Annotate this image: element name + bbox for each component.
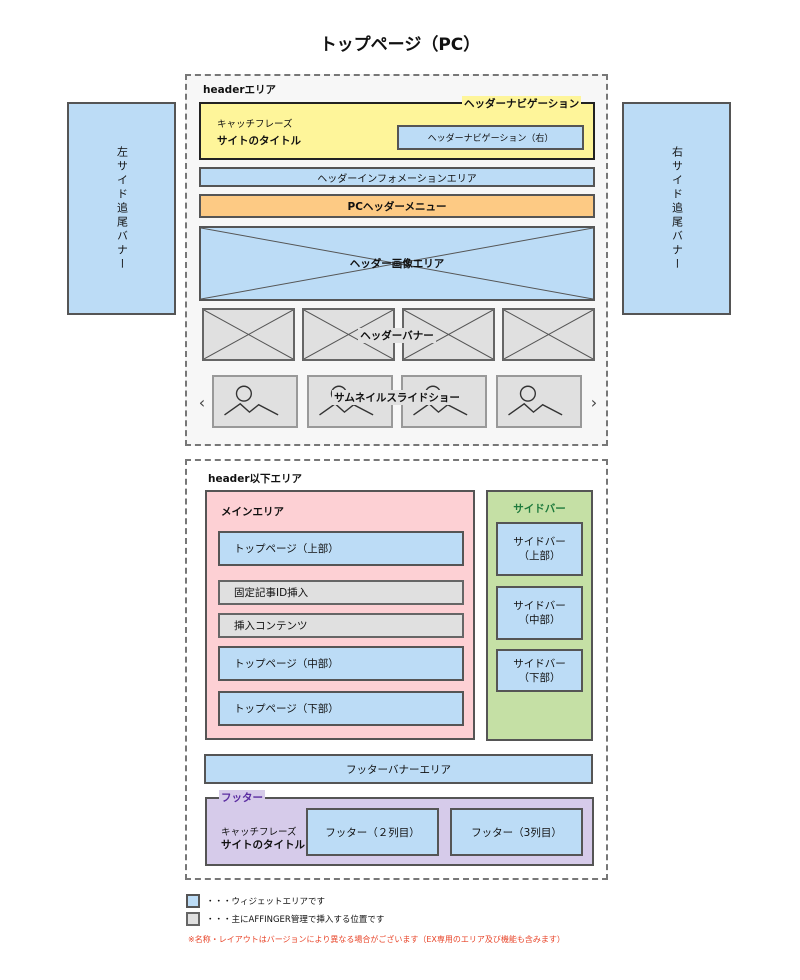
footer-column-3-label: フッター（3列目）	[471, 826, 562, 839]
legend-affinger-text: ・・・主にAFFINGER管理で挿入する位置です	[206, 915, 385, 925]
header-image-area-label: ヘッダー画像エリア	[349, 258, 445, 270]
footer-label: フッター	[219, 790, 265, 805]
fixed-post-id-insert: 固定記事ID挿入	[218, 580, 464, 605]
header-info-area-label: ヘッダーインフォメーションエリア	[317, 173, 477, 185]
right-side-banner: 右サイド追尾バナー	[622, 102, 731, 315]
slideshow-label: サムネイルスライドショー	[199, 388, 595, 406]
footer-banner-area: フッターバナーエリア	[204, 754, 593, 784]
banner-placeholder-icon	[204, 310, 293, 359]
sidebar-middle-widget-label: サイドバー （中部）	[513, 600, 566, 626]
footer-catchphrase: キャッチフレーズ	[221, 827, 297, 838]
footer-column-2-label: フッター（２列目）	[325, 826, 420, 839]
image-placeholder-icon	[224, 385, 279, 416]
inserted-content: 挿入コンテンツ	[218, 613, 464, 638]
sidebar-bottom-widget: サイドバー （下部）	[496, 649, 583, 692]
main-middle-widget-label: トップページ（中部）	[234, 658, 339, 670]
slideshow-prev-icon[interactable]: ‹	[198, 392, 206, 412]
main-top-widget-label: トップページ（上部）	[234, 543, 339, 555]
slideshow-thumbnail-4	[496, 375, 582, 428]
main-middle-widget: トップページ（中部）	[218, 646, 464, 681]
slideshow-next-icon[interactable]: ›	[590, 392, 598, 412]
pc-header-menu: PCヘッダーメニュー	[199, 194, 595, 218]
banner-placeholder-icon	[404, 310, 493, 359]
main-area-label: メインエリア	[221, 506, 284, 518]
legend-widget-swatch	[186, 894, 200, 908]
legend-note: ※名称・レイアウトはバージョンにより異なる場合がございます（EX専用のエリア及び…	[188, 935, 565, 944]
header-banner-4	[502, 308, 595, 361]
page-title: トップページ（PC）	[319, 35, 481, 55]
main-bottom-widget: トップページ（下部）	[218, 691, 464, 726]
sidebar-middle-widget: サイドバー （中部）	[496, 586, 583, 640]
sidebar-top-widget: サイドバー （上部）	[496, 522, 583, 576]
main-bottom-widget-label: トップページ（下部）	[234, 703, 339, 715]
pc-header-menu-label: PCヘッダーメニュー	[347, 200, 447, 213]
header-banner-label-text: ヘッダーバナー	[358, 327, 436, 343]
header-navigation-right: ヘッダーナビゲーション（右）	[397, 125, 584, 150]
header-image-placeholder-icon	[201, 228, 593, 299]
fixed-post-id-insert-label: 固定記事ID挿入	[234, 587, 309, 599]
header-banner-label: ヘッダーバナー	[199, 326, 595, 344]
sidebar-bottom-widget-label: サイドバー （下部）	[513, 657, 566, 684]
sidebar-label: サイドバー	[513, 502, 566, 515]
legend-widget-text: ・・・ウィジェットエリアです	[206, 897, 326, 907]
image-placeholder-icon	[508, 385, 563, 416]
slideshow-label-text: サムネイルスライドショー	[332, 389, 462, 405]
header-banner-1	[202, 308, 295, 361]
header-navigation-label: ヘッダーナビゲーション	[462, 96, 582, 111]
main-top-widget: トップページ（上部）	[218, 531, 464, 566]
footer-column-3: フッター（3列目）	[450, 808, 583, 856]
slideshow-thumbnail-1	[212, 375, 298, 428]
header-area-label: headerエリア	[203, 84, 276, 96]
header-image-area: ヘッダー画像エリア	[199, 226, 595, 301]
sidebar-top-widget-label: サイドバー （上部）	[513, 536, 566, 562]
legend-affinger-swatch	[186, 912, 200, 926]
left-side-banner-label: 左サイド追尾バナー	[115, 145, 129, 272]
banner-placeholder-icon	[304, 310, 393, 359]
below-header-area-label: header以下エリア	[208, 473, 302, 485]
site-title: サイトのタイトル	[217, 135, 301, 147]
banner-placeholder-icon	[504, 310, 593, 359]
footer-banner-area-label: フッターバナーエリア	[346, 763, 451, 776]
header-info-area: ヘッダーインフォメーションエリア	[199, 167, 595, 187]
inserted-content-label: 挿入コンテンツ	[234, 620, 308, 632]
footer-column-2: フッター（２列目）	[306, 808, 439, 856]
footer-site-title: サイトのタイトル	[221, 839, 305, 851]
catchphrase: キャッチフレーズ	[217, 119, 293, 130]
left-side-banner: 左サイド追尾バナー	[67, 102, 176, 315]
header-navigation-right-label: ヘッダーナビゲーション（右）	[427, 134, 554, 144]
right-side-banner-label: 右サイド追尾バナー	[670, 145, 684, 272]
